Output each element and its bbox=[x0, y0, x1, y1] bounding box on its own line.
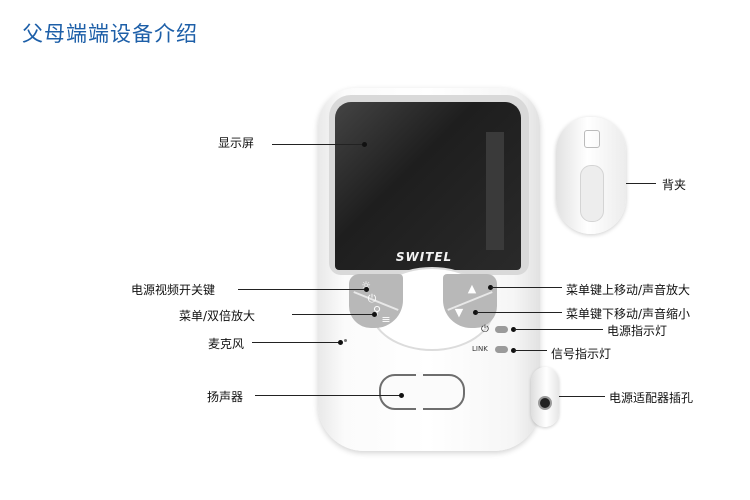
power-icon: ⏻ bbox=[367, 292, 377, 305]
adapter-jack-icon bbox=[538, 396, 552, 410]
power-led bbox=[495, 326, 508, 333]
speaker-leader-line bbox=[255, 395, 401, 396]
menu-up-leader-line bbox=[491, 287, 562, 288]
power-small-icon: ⏻ bbox=[481, 324, 489, 335]
menu-icon: ≡ bbox=[381, 313, 391, 326]
page-title: 父母端端设备介绍 bbox=[22, 22, 198, 46]
power-light-leader-line bbox=[514, 329, 603, 330]
screen-leader-dot bbox=[362, 142, 367, 147]
speaker-leader-dot bbox=[399, 393, 404, 398]
belt-clip-slot bbox=[580, 165, 604, 222]
link-text: LINK bbox=[472, 345, 488, 353]
power-switch-leader-line bbox=[238, 289, 366, 290]
microphone-leader-line bbox=[252, 342, 340, 343]
menu-up-leader-dot bbox=[488, 285, 493, 290]
zoom-icon: ⚲ bbox=[372, 304, 382, 317]
signal-light-leader-dot bbox=[511, 348, 516, 353]
power-light-label: 电源指示灯 bbox=[607, 324, 668, 338]
menu-zoom-label: 菜单/双倍放大 bbox=[179, 309, 256, 323]
menu-down-label: 菜单键下移动/声音缩小 bbox=[566, 307, 691, 321]
screen-leader-line bbox=[272, 144, 364, 145]
power-light-leader-dot bbox=[511, 327, 516, 332]
brand-logo: SWITEL bbox=[395, 250, 453, 264]
adapter-leader-line bbox=[559, 396, 605, 397]
power-switch-leader-dot bbox=[364, 287, 369, 292]
clip-hinge bbox=[584, 130, 600, 148]
adapter-label: 电源适配器插孔 bbox=[609, 391, 694, 405]
menu-up-label: 菜单键上移动/声音放大 bbox=[566, 283, 691, 297]
microphone-leader-dot bbox=[338, 340, 343, 345]
down-triangle-icon: ▼ bbox=[454, 306, 464, 319]
up-triangle-icon: ▲ bbox=[467, 282, 477, 295]
signal-light-label: 信号指示灯 bbox=[551, 347, 612, 361]
clip-label: 背夹 bbox=[662, 178, 687, 192]
menu-zoom-leader-dot bbox=[372, 312, 377, 317]
microphone-label: 麦克风 bbox=[208, 337, 245, 351]
screen-reflection bbox=[486, 132, 504, 250]
clip-leader-line bbox=[626, 183, 656, 184]
menu-down-leader-line bbox=[476, 312, 562, 313]
light-icon: ☼ bbox=[361, 279, 371, 292]
menu-zoom-leader-line bbox=[292, 314, 374, 315]
menu-down-leader-dot bbox=[473, 310, 478, 315]
microphone-hole bbox=[344, 339, 347, 342]
power-switch-label: 电源视频开关键 bbox=[131, 283, 216, 297]
speaker-gap bbox=[416, 372, 423, 410]
signal-light-leader-line bbox=[514, 350, 547, 351]
link-led bbox=[495, 346, 508, 353]
speaker-label: 扬声器 bbox=[207, 390, 244, 404]
screen-label: 显示屏 bbox=[218, 136, 255, 150]
